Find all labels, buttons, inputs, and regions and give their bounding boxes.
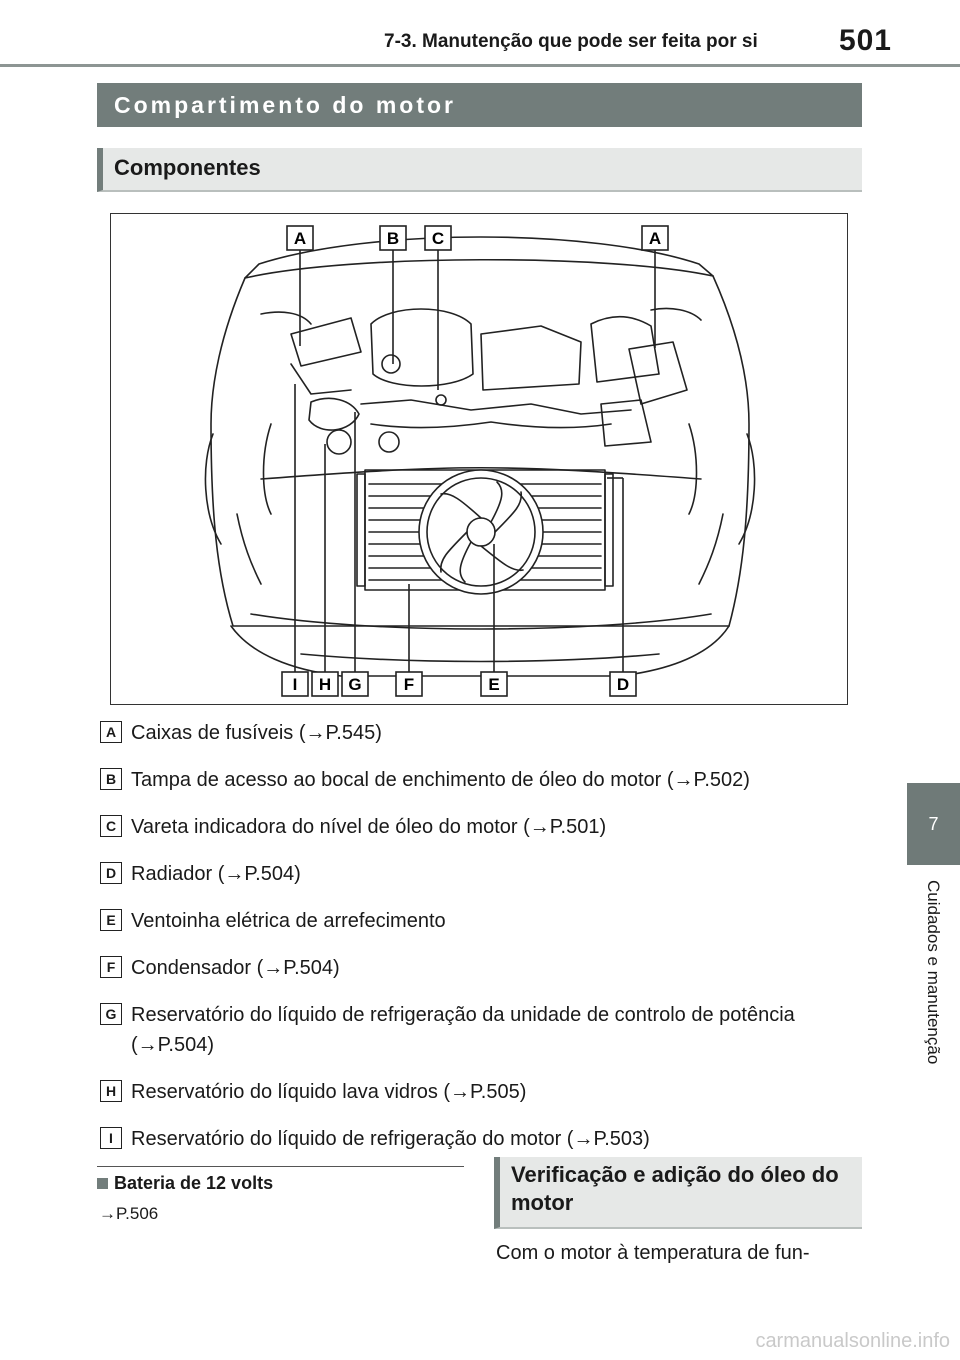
section-title: Compartimento do motor: [97, 83, 862, 127]
legend-text: Condensador (→P.504): [131, 957, 340, 979]
body-outline: [210, 275, 750, 627]
callout-f-box: [395, 671, 423, 697]
callout-e-box: [480, 671, 508, 697]
legend-text: Caixas de fusíveis (→P.545): [131, 722, 382, 744]
callout-i-box: [281, 671, 309, 697]
callout-d: D: [617, 675, 629, 694]
legend-item: F Condensador (→P.504): [100, 953, 860, 983]
note-heading-text: Bateria de 12 volts: [114, 1173, 274, 1193]
callout-e: E: [488, 675, 499, 694]
chapter-label: Cuidados e manutenção: [924, 880, 943, 1065]
cooling-fan: [418, 469, 544, 595]
legend-text: Reservatório do líquido lava vidros (→P.…: [131, 1081, 527, 1103]
header-section-title: 7-3. Manutenção que pode ser feita por s…: [384, 31, 758, 52]
legend-key: F: [100, 956, 122, 978]
page-header: 7-3. Manutenção que pode ser feita por s…: [0, 0, 960, 67]
callout-f: F: [404, 675, 414, 694]
legend-text: Radiador (→P.504): [131, 863, 301, 885]
page-number: 501: [838, 24, 892, 57]
header-rule: [0, 64, 960, 67]
callout-a-right-box: [641, 225, 669, 251]
legend-item: C Vareta indicadora do nível de óleo do …: [100, 812, 860, 842]
legend-key: C: [100, 815, 122, 837]
callout-a-right: A: [649, 229, 661, 248]
callout-c-box: [424, 225, 452, 251]
legend-item: D Radiador (→P.504): [100, 859, 860, 889]
note-reference[interactable]: →P.506: [99, 1204, 159, 1223]
callout-b-box: [379, 225, 407, 251]
square-bullet-icon: [97, 1178, 108, 1189]
legend-text: Reservatório do líquido de refrigeração …: [131, 1004, 795, 1056]
legend-item: E Ventoinha elétrica de arrefecimento: [100, 906, 860, 936]
legend-item: H Reservatório do líquido lava vidros (→…: [100, 1077, 860, 1107]
watermark: carmanualsonline.info: [755, 1330, 950, 1352]
engine-figure: A B C A I H G F E D: [110, 213, 848, 705]
chapter-tab[interactable]: 7: [907, 783, 960, 865]
callout-h-box: [311, 671, 339, 697]
legend-key: B: [100, 768, 122, 790]
legend-text: Reservatório do líquido de refrigeração …: [131, 1128, 650, 1150]
note-heading: Bateria de 12 volts: [97, 1173, 467, 1194]
legend-key: D: [100, 862, 122, 884]
callout-g-box: [341, 671, 369, 697]
legend-item: G Reservatório do líquido de refrigeraçã…: [100, 1000, 860, 1060]
legend-text: Tampa de acesso ao bocal de enchimento d…: [131, 769, 750, 791]
callout-h: H: [319, 675, 331, 694]
legend-key: A: [100, 721, 122, 743]
engine-compartment-illustration: A B C A I H G F E D: [204, 225, 756, 697]
subsection-oil-check-title: Verificação e adição do óleo do motor: [494, 1157, 862, 1229]
component-legend: A Caixas de fusíveis (→P.545) B Tampa de…: [100, 718, 860, 1171]
legend-key: H: [100, 1080, 122, 1102]
callout-a-left-box: [286, 225, 314, 251]
subsection-title: Componentes: [97, 148, 862, 192]
legend-item: B Tampa de acesso ao bocal de enchimento…: [100, 765, 860, 795]
legend-item: I Reservatório do líquido de refrigeraçã…: [100, 1124, 860, 1154]
bottom-callouts: I H G F E D: [281, 671, 637, 697]
body-paragraph: Com o motor à temperatura de fun-: [496, 1242, 810, 1264]
callout-g: G: [348, 675, 361, 694]
legend-text: Ventoinha elétrica de arrefecimento: [131, 910, 446, 932]
legend-text: Vareta indicadora do nível de óleo do mo…: [131, 816, 607, 838]
legend-key: E: [100, 909, 122, 931]
callout-b: B: [387, 229, 399, 248]
legend-key: G: [100, 1003, 122, 1025]
note-divider: [97, 1166, 464, 1167]
callout-i: I: [293, 675, 298, 694]
callout-d-box: [609, 671, 637, 697]
callout-c: C: [432, 229, 444, 248]
legend-item: A Caixas de fusíveis (→P.545): [100, 718, 860, 748]
legend-key: I: [100, 1127, 122, 1149]
top-callouts: A B C A: [286, 225, 669, 251]
callout-a-left: A: [294, 229, 306, 248]
